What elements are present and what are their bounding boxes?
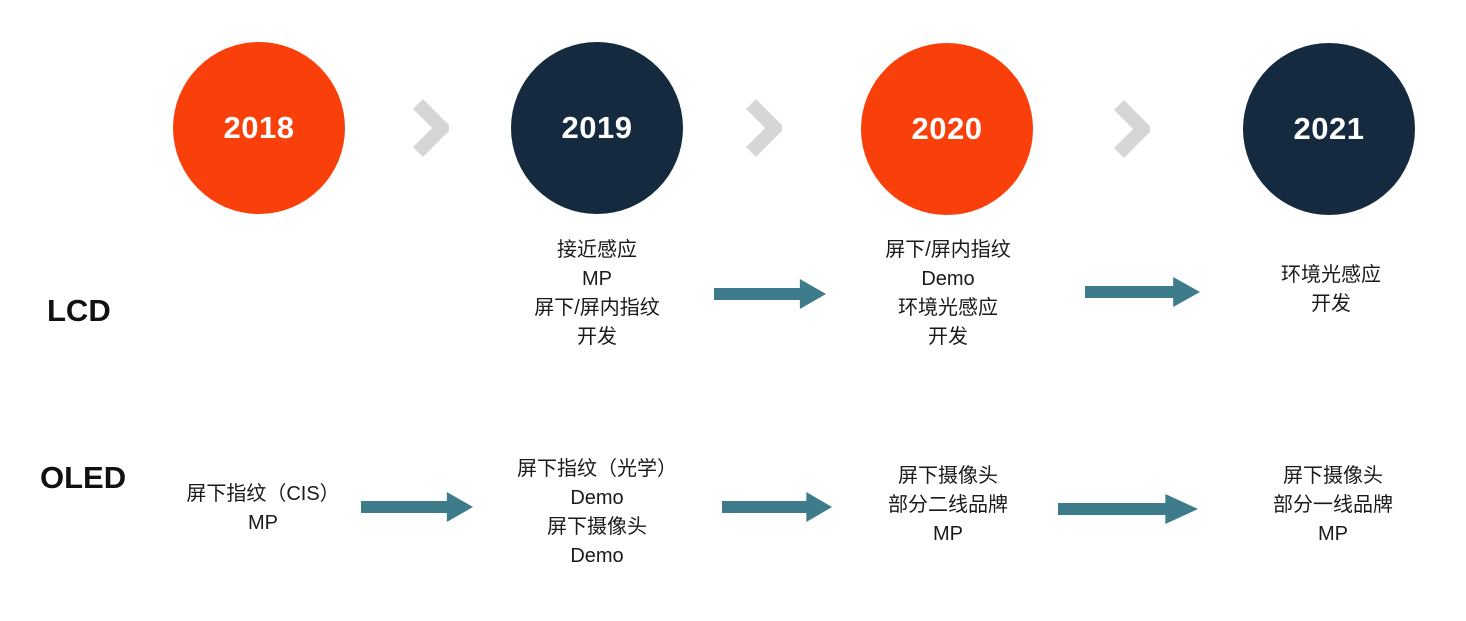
- lcd-2021-milestones: 环境光感应 开发: [1191, 261, 1466, 319]
- milestone-line: Demo: [570, 487, 624, 509]
- milestone-line: 屏下摄像头: [1283, 465, 1383, 487]
- oled-2019-milestones: 屏下指纹（光学） Demo 屏下摄像头 Demo: [457, 455, 737, 571]
- milestone-line: MP: [933, 523, 963, 545]
- flow-arrow-icon: [722, 490, 832, 524]
- year-circle-2021: 2021: [1243, 43, 1415, 215]
- oled-2021-milestones: 屏下摄像头 部分一线品牌 MP: [1193, 462, 1466, 549]
- milestone-line: MP: [1318, 523, 1348, 545]
- milestone-line: 开发: [928, 326, 968, 348]
- chevron-right-icon: [411, 98, 452, 158]
- lcd-2020-milestones: 屏下/屏内指纹 Demo 环境光感应 开发: [808, 236, 1088, 352]
- chevron-right-icon: [1112, 99, 1153, 159]
- milestone-line: 部分二线品牌: [888, 494, 1008, 516]
- milestone-line: 屏下指纹（CIS）: [186, 483, 340, 505]
- milestone-line: 开发: [1311, 293, 1351, 315]
- year-label: 2020: [911, 111, 983, 146]
- row-label-lcd: LCD: [47, 293, 111, 328]
- milestone-line: 接近感应: [557, 239, 637, 261]
- milestone-line: 屏下摄像头: [898, 465, 998, 487]
- year-circle-2018: 2018: [173, 42, 345, 214]
- flow-arrow-icon: [361, 490, 473, 524]
- year-label: 2019: [561, 110, 633, 145]
- milestone-line: 屏下指纹（光学）: [517, 458, 677, 480]
- oled-2018-milestones: 屏下指纹（CIS） MP: [123, 480, 403, 538]
- year-circle-2019: 2019: [511, 42, 683, 214]
- flow-arrow-icon: [714, 277, 826, 311]
- milestone-line: MP: [582, 268, 612, 290]
- milestone-line: 环境光感应: [1281, 264, 1381, 286]
- row-label-oled: OLED: [40, 460, 127, 495]
- oled-2020-milestones: 屏下摄像头 部分二线品牌 MP: [808, 462, 1088, 549]
- milestone-line: Demo: [570, 545, 624, 567]
- milestone-line: 环境光感应: [898, 297, 998, 319]
- milestone-line: 屏下摄像头: [547, 516, 647, 538]
- chevron-right-icon: [744, 98, 785, 158]
- milestone-line: 部分一线品牌: [1273, 494, 1393, 516]
- year-circle-2020: 2020: [861, 43, 1033, 215]
- year-label: 2021: [1293, 111, 1365, 146]
- flow-arrow-icon: [1085, 275, 1200, 309]
- milestone-line: Demo: [921, 268, 975, 290]
- year-label: 2018: [223, 110, 295, 145]
- milestone-line: 屏下/屏内指纹: [885, 239, 1011, 261]
- milestone-line: MP: [248, 512, 278, 534]
- milestone-line: 屏下/屏内指纹: [534, 297, 660, 319]
- lcd-2019-milestones: 接近感应 MP 屏下/屏内指纹 开发: [457, 236, 737, 352]
- milestone-line: 开发: [577, 326, 617, 348]
- flow-arrow-icon: [1058, 492, 1198, 526]
